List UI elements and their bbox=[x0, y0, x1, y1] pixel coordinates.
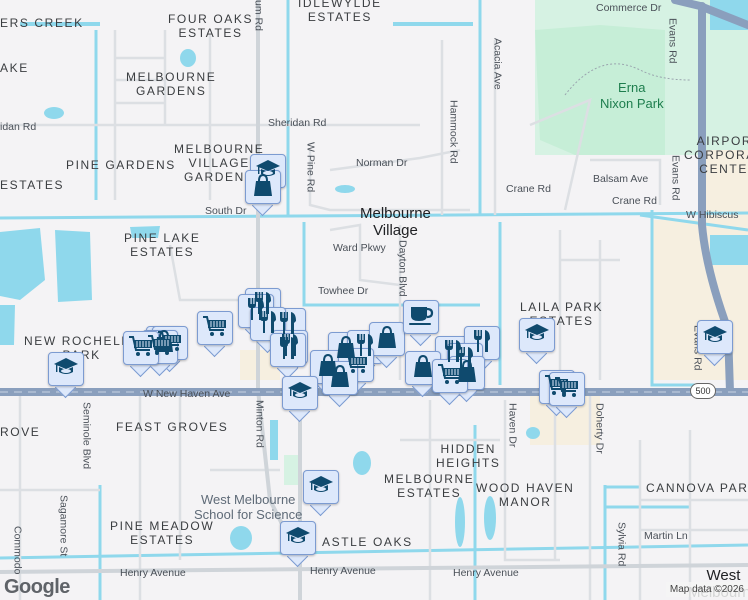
grocery-icon bbox=[147, 334, 173, 361]
map-attribution[interactable]: Map data ©2026 bbox=[665, 582, 748, 597]
map-marker-grocery[interactable] bbox=[432, 359, 468, 406]
road-label-commodore: Commodo bbox=[11, 526, 24, 575]
map-marker-school[interactable] bbox=[48, 352, 84, 399]
road-label-doherty-dr: Doherty Dr bbox=[593, 403, 606, 454]
road-label-crane-rd: Crane Rd bbox=[506, 183, 551, 195]
shopping-icon bbox=[335, 335, 357, 364]
road-label-dayton-blvd: Dayton Blvd bbox=[396, 240, 409, 297]
restaurant-icon bbox=[258, 310, 278, 339]
area-label-pine-gardens: PINE GARDENS bbox=[66, 158, 176, 172]
road-label-henry-avenue-3: Henry Avenue bbox=[453, 567, 519, 579]
restaurant-icon bbox=[472, 329, 492, 358]
restaurant-icon bbox=[278, 311, 298, 340]
shopping-icon bbox=[329, 364, 351, 393]
map-marker-shopping[interactable] bbox=[245, 170, 281, 217]
school-icon bbox=[702, 325, 728, 350]
school-icon bbox=[285, 526, 311, 551]
map-marker-grocery[interactable] bbox=[123, 331, 159, 378]
road-label-crane-rd-east: Crane Rd bbox=[612, 195, 657, 207]
area-label-estates-west: ESTATES bbox=[0, 178, 65, 192]
road-label-w-hibiscus: W Hibiscus bbox=[686, 209, 739, 221]
road-label-balsam-ave: Balsam Ave bbox=[593, 173, 649, 185]
road-label-ward-pkwy: Ward Pkwy bbox=[333, 242, 386, 254]
google-logo[interactable]: Google bbox=[4, 576, 70, 598]
area-label-airport-corporate-center: AIRPORTCORPORATECENTER bbox=[684, 134, 748, 176]
shopping-icon bbox=[412, 354, 434, 383]
shopping-icon bbox=[376, 325, 398, 354]
road-label-w-pine-rd: W Pine Rd bbox=[304, 142, 317, 193]
road-label-towhee-dr: Towhee Dr bbox=[318, 285, 369, 297]
map-marker-school[interactable] bbox=[282, 376, 318, 423]
map-marker-restaurant[interactable] bbox=[270, 333, 306, 380]
map-marker-coffee[interactable] bbox=[403, 300, 439, 347]
road-label-henry-avenue-1: Henry Avenue bbox=[120, 567, 186, 579]
road-label-evans-rd: Evans Rd bbox=[666, 18, 679, 64]
road-label-sheridan-rd-west: idan Rd bbox=[0, 121, 37, 133]
road-label-hammock-rd: Hammock Rd bbox=[447, 100, 460, 164]
restaurant-icon bbox=[355, 333, 375, 362]
road-label-seminole-blvd: Seminole Blvd bbox=[80, 402, 93, 470]
area-label-ers-creek: ERS CREEK bbox=[0, 16, 84, 30]
map-marker-grocery[interactable] bbox=[197, 311, 233, 358]
school-icon bbox=[524, 323, 550, 348]
road-label-haven-dr: Haven Dr bbox=[506, 403, 519, 448]
map-marker-school[interactable] bbox=[280, 521, 316, 568]
road-label-acacia-ave: Acacia Ave bbox=[491, 38, 504, 90]
road-label-commerce-dr: Commerce Dr bbox=[596, 2, 662, 14]
road-label-evans-rd-2: Evans Rd bbox=[669, 155, 682, 201]
map-marker-grocery[interactable] bbox=[549, 372, 585, 419]
road-label-w-new-haven-ave: W New Haven Ave bbox=[143, 388, 231, 400]
shopping-icon bbox=[317, 353, 339, 382]
restaurant-icon bbox=[455, 346, 475, 375]
map-marker-school[interactable] bbox=[519, 318, 555, 365]
map-marker-school[interactable] bbox=[697, 320, 733, 367]
area-label-feast-groves: FEAST GROVES bbox=[116, 420, 229, 434]
grocery-icon bbox=[554, 376, 580, 403]
road-label-henry-avenue-2: Henry Avenue bbox=[310, 565, 376, 577]
shopping-icon bbox=[456, 359, 478, 388]
grocery-icon bbox=[343, 352, 369, 379]
map-marker-school[interactable] bbox=[303, 470, 339, 517]
area-label-cannova-park: CANNOVA PARK bbox=[646, 481, 748, 495]
road-label-norman-dr: Norman Dr bbox=[356, 157, 408, 169]
road-label-minton-rd: Minton Rd bbox=[253, 400, 266, 448]
shopping-icon bbox=[252, 173, 274, 202]
map-marker-shopping[interactable] bbox=[369, 322, 405, 369]
grocery-icon bbox=[128, 335, 154, 362]
road-label-south-dr: South Dr bbox=[205, 205, 247, 217]
coffee-icon bbox=[408, 304, 434, 331]
grocery-icon bbox=[202, 315, 228, 342]
area-label-castle-oaks: ASTLE OAKS bbox=[322, 535, 413, 549]
area-label-lake: AKE bbox=[0, 61, 29, 75]
grocery-icon bbox=[437, 363, 463, 390]
area-label-grove: ROVE bbox=[0, 425, 41, 439]
school-icon bbox=[287, 381, 313, 406]
road-label-sheridan-rd: Sheridan Rd bbox=[268, 117, 327, 129]
road-label-minton-rd-north: um Rd bbox=[252, 0, 265, 31]
road-label-sagamore-st: Sagamore St bbox=[57, 495, 70, 557]
route-500-shield: 500 bbox=[690, 383, 716, 399]
restaurant-icon bbox=[278, 336, 298, 365]
school-icon bbox=[308, 475, 334, 500]
school-icon bbox=[53, 357, 79, 382]
road-label-sylvia-rd: Sylvia Rd bbox=[615, 522, 628, 567]
road-label-martin-ln: Martin Ln bbox=[644, 530, 688, 542]
